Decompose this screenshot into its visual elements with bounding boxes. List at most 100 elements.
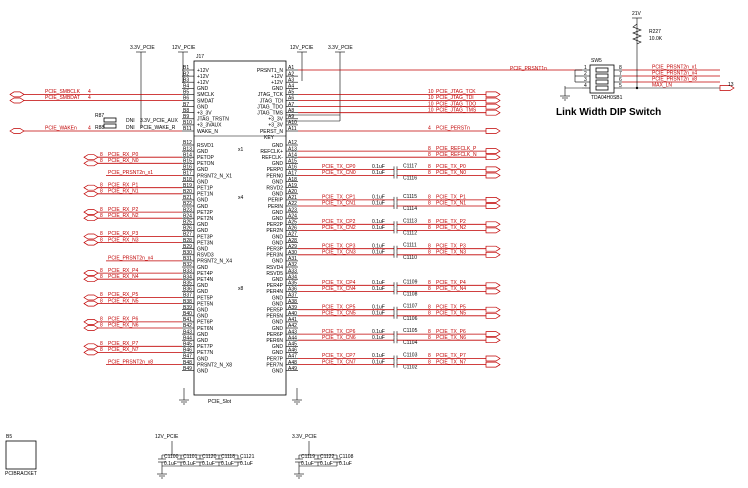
pin-number: A41 [288,317,297,323]
dip-pin-number: 8 [619,65,622,71]
net-sheet-number: 4 [428,126,431,132]
pin-name: RSVD3 [197,253,214,259]
pin-number: B25 [183,220,192,226]
pin-name: PER4N [266,289,283,295]
port-arrow-icon [485,312,501,319]
pin-name: GND [197,289,209,295]
pin-number: B39 [183,305,192,311]
pin-number: A9 [288,114,294,120]
pin-name: PET6P [197,320,214,326]
port-arrow-icon [485,97,501,104]
cap-value: 0.1uF [372,170,385,176]
net-label: PCIE_JTAG_TDO [436,101,476,107]
net-sheet-number: 8 [100,158,103,164]
bracket-body [5,440,37,470]
pin-name: +12V [271,80,283,86]
port-arrow-icon [485,203,501,209]
tx-net-label: PCIE_TX_CP3 [322,243,356,249]
pin-name: GND [197,283,209,289]
pin-number: B47 [183,354,192,360]
pin-name: GND [272,320,284,326]
net-sheet-number: 8 [428,146,431,152]
pin-number: B23 [183,207,192,213]
port-label: PCIE_WAKEn [45,126,77,132]
tx-net-label: PCIE_TX_CP6 [322,329,356,335]
net-label: PCIE_PERSTn [436,126,470,132]
power-rails: 3.3V_PCIE 12V_PCIE 12V_PCIE 3.3V_PCIE [130,45,353,128]
r88-body [103,123,117,129]
pin-name: PET1N [197,192,214,198]
port-arrow-icon [83,319,99,325]
net-sheet-number: 8 [428,353,431,359]
junction-dot [635,86,639,90]
pin-number: A14 [288,152,297,158]
connector-body: J17 KEY PCIE_Slot x1 x4 x8 B1+12VB2+12VB… [182,54,298,405]
decap-value: 0.1uF [301,461,314,467]
connector-right-pins: A1PRSNT1_NA2+12VA3+12VA4GNDA5JTAG_TCKA6J… [257,65,298,375]
port-arrow-icon [485,221,501,228]
dip-pin-number: 1 [584,65,587,71]
tx-out-label: PCIE_TX_P7 [436,353,466,359]
cap-ref: C1103 [403,353,418,359]
net-label: PCIE_JTAG_TCK [436,89,476,95]
decap-ref: C1100 [164,454,179,460]
net-sheet-number: 8 [428,170,431,176]
pin-number: A6 [288,96,294,102]
cap-value: 0.1uF [372,304,385,310]
pin-number: B13 [183,146,192,152]
dip-pin-number: 6 [619,77,622,83]
pin-number: A12 [288,140,297,146]
cap-value: 0.1uF [372,335,385,341]
net-sheet-number: 8 [100,298,103,304]
pin-name: GND [272,259,284,265]
decap-ref: C1101 [183,454,198,460]
pin-number: A23 [288,207,297,213]
r87-body [103,117,117,123]
pin-name: +3_3V [197,111,212,117]
decap-ref: C1120 [202,454,217,460]
decap-ref: C1122 [320,454,335,460]
pin-name: +3_3V [268,123,283,129]
port-arrow-icon [83,239,99,246]
pin-number: B22 [183,201,192,207]
pin-name: +3_3VAUX [197,123,222,129]
net-sheet-number: 8 [100,189,103,195]
decap-ref: C1118 [221,454,235,460]
pin-name: PET5P [197,295,214,301]
pin-number: A31 [288,256,297,262]
pin-name: PET6N [197,326,214,332]
cap-ref: C1102 [403,365,418,371]
port-arrow-icon [485,282,501,289]
pin-name: PERST_N [260,129,283,135]
pin-name: GND [272,234,284,240]
net-sheet-number: 8 [428,225,431,231]
cap-value: 0.1uF [372,201,385,207]
port-arrow-icon [83,215,99,222]
port-arrow-icon [485,361,501,368]
pin-name: PER7P [267,356,284,362]
pin-name: GND [272,86,284,92]
bracket-ref: B5 [6,434,12,440]
port-arrow-icon [485,331,501,337]
pin-name: RSVD2 [266,186,283,192]
tx-out-label: PCIE_TX_P2 [436,219,466,225]
net-sheet-number: 10 [428,101,434,107]
pin-name: GND [272,143,284,149]
net-sheet-number: 8 [428,304,431,310]
port-arrow-icon [9,128,25,134]
pin-number: A19 [288,183,297,189]
tx-out-label: PCIE_TX_N6 [436,335,466,341]
cap-value: 0.1uF [372,195,385,201]
port-label: PCIE_SMBDAT [45,95,80,101]
pin-number: A35 [288,281,297,287]
pin-name: PET3N [197,240,214,246]
pin-name: PRSNT2_N_X1 [197,173,232,179]
tx-net-label: PCIE_TX_CP2 [322,219,356,225]
net-label: PCIE_RX_P3 [108,231,139,237]
connector-key-label: KEY [264,135,275,141]
net-label: PCIE_RX_N5 [108,298,139,304]
pin-number: B44 [183,335,192,341]
port-arrow-icon [485,128,501,134]
pin-number: A15 [288,159,297,165]
decap-value: 0.1uF [320,461,333,467]
